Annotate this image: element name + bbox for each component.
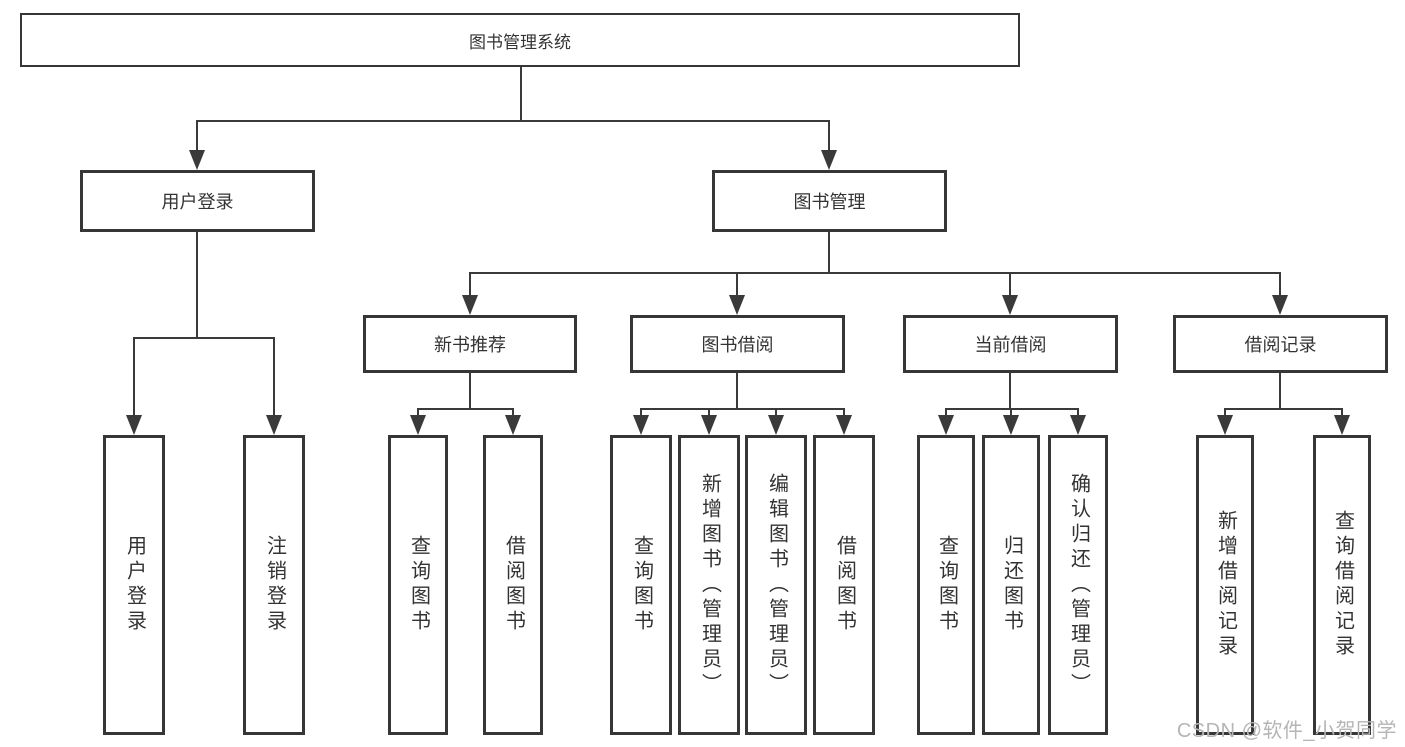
node-label: 图书管理 xyxy=(793,192,866,212)
arrow-down-icon xyxy=(1003,415,1019,435)
leaf-confirm-return-admin: 确认归还（管理员） xyxy=(1048,435,1108,735)
connector-line xyxy=(828,120,830,152)
connector-line xyxy=(1341,408,1343,415)
connector-line xyxy=(1009,373,1011,408)
connector-line xyxy=(417,408,419,415)
arrow-down-icon xyxy=(1070,415,1086,435)
leaf-query-borrow-record: 查询借阅记录 xyxy=(1313,435,1371,735)
leaf-borrow-books-recommend: 借阅图书 xyxy=(483,435,543,735)
node-label: 用户登录 xyxy=(161,192,234,212)
node-new-book-recommendation: 新书推荐 xyxy=(363,315,577,373)
node-label: 新书推荐 xyxy=(434,335,506,355)
connector-line xyxy=(640,408,844,410)
connector-line xyxy=(828,232,830,272)
arrow-down-icon xyxy=(1272,295,1288,315)
connector-line xyxy=(273,337,275,415)
connector-line xyxy=(708,408,710,415)
arrow-down-icon xyxy=(266,415,282,435)
node-root-library-management-system: 图书管理系统 xyxy=(20,13,1020,67)
leaf-label: 查询图书 xyxy=(935,535,958,635)
leaf-query-books-current: 查询图书 xyxy=(917,435,975,735)
connector-line xyxy=(196,120,830,122)
arrow-down-icon xyxy=(701,415,717,435)
connector-line xyxy=(775,408,777,415)
leaf-label: 编辑图书（管理员） xyxy=(765,472,788,698)
arrow-down-icon xyxy=(410,415,426,435)
connector-line xyxy=(945,408,947,415)
leaf-return-books: 归还图书 xyxy=(982,435,1040,735)
arrow-down-icon xyxy=(836,415,852,435)
connector-line xyxy=(1010,408,1012,415)
leaf-edit-books-admin: 编辑图书（管理员） xyxy=(745,435,807,735)
arrow-down-icon xyxy=(1217,415,1233,435)
arrow-down-icon xyxy=(126,415,142,435)
arrow-down-icon xyxy=(729,295,745,315)
leaf-borrow-books: 借阅图书 xyxy=(813,435,875,735)
node-label: 图书管理系统 xyxy=(469,32,571,52)
connector-line xyxy=(417,408,514,410)
connector-line xyxy=(133,337,135,415)
arrow-down-icon xyxy=(938,415,954,435)
node-current-borrowing: 当前借阅 xyxy=(903,315,1118,373)
connector-line xyxy=(640,408,642,415)
connector-line xyxy=(1009,272,1011,295)
arrow-down-icon xyxy=(462,295,478,315)
node-borrowing-records: 借阅记录 xyxy=(1173,315,1388,373)
connector-line xyxy=(1279,272,1281,295)
node-label: 图书借阅 xyxy=(701,335,774,355)
connector-line xyxy=(736,373,738,408)
connector-line xyxy=(133,337,275,339)
connector-line xyxy=(196,232,198,337)
leaf-label: 用户登录 xyxy=(123,535,146,635)
connector-line xyxy=(520,67,522,121)
connector-line xyxy=(1224,408,1226,415)
leaf-label: 确认归还（管理员） xyxy=(1067,472,1090,698)
leaf-label: 新增图书（管理员） xyxy=(698,472,721,698)
connector-line xyxy=(469,272,471,295)
arrow-down-icon xyxy=(633,415,649,435)
leaf-add-borrow-record: 新增借阅记录 xyxy=(1196,435,1254,735)
node-user-login-module: 用户登录 xyxy=(80,170,315,232)
leaf-label: 新增借阅记录 xyxy=(1214,510,1237,660)
arrow-down-icon xyxy=(505,415,521,435)
connector-line xyxy=(469,373,471,408)
connector-line xyxy=(512,408,514,415)
connector-line xyxy=(469,272,1281,274)
csdn-watermark: CSDN @软件_小贺同学 xyxy=(1176,720,1397,742)
leaf-query-books-recommend: 查询图书 xyxy=(388,435,448,735)
leaf-logout: 注销登录 xyxy=(243,435,305,735)
leaf-label: 查询图书 xyxy=(630,535,653,635)
leaf-user-login: 用户登录 xyxy=(103,435,165,735)
node-book-management-module: 图书管理 xyxy=(712,170,947,232)
arrow-down-icon xyxy=(821,150,837,170)
arrow-down-icon xyxy=(1334,415,1350,435)
leaf-label: 查询借阅记录 xyxy=(1331,510,1354,660)
leaf-label: 注销登录 xyxy=(263,535,286,635)
connector-line xyxy=(196,120,198,152)
leaf-label: 借阅图书 xyxy=(502,535,525,635)
leaf-label: 查询图书 xyxy=(407,535,430,635)
connector-line xyxy=(736,272,738,295)
leaf-label: 借阅图书 xyxy=(833,535,856,635)
leaf-label: 归还图书 xyxy=(1000,535,1023,635)
connector-line xyxy=(1077,408,1079,415)
arrow-down-icon xyxy=(189,150,205,170)
node-label: 当前借阅 xyxy=(974,335,1047,355)
leaf-query-books-borrowing: 查询图书 xyxy=(610,435,672,735)
leaf-add-books-admin: 新增图书（管理员） xyxy=(678,435,740,735)
arrow-down-icon xyxy=(1002,295,1018,315)
connector-line xyxy=(1224,408,1342,410)
node-label: 借阅记录 xyxy=(1244,335,1317,355)
connector-line xyxy=(843,408,845,415)
node-book-borrowing: 图书借阅 xyxy=(630,315,845,373)
connector-line xyxy=(1279,373,1281,408)
arrow-down-icon xyxy=(768,415,784,435)
